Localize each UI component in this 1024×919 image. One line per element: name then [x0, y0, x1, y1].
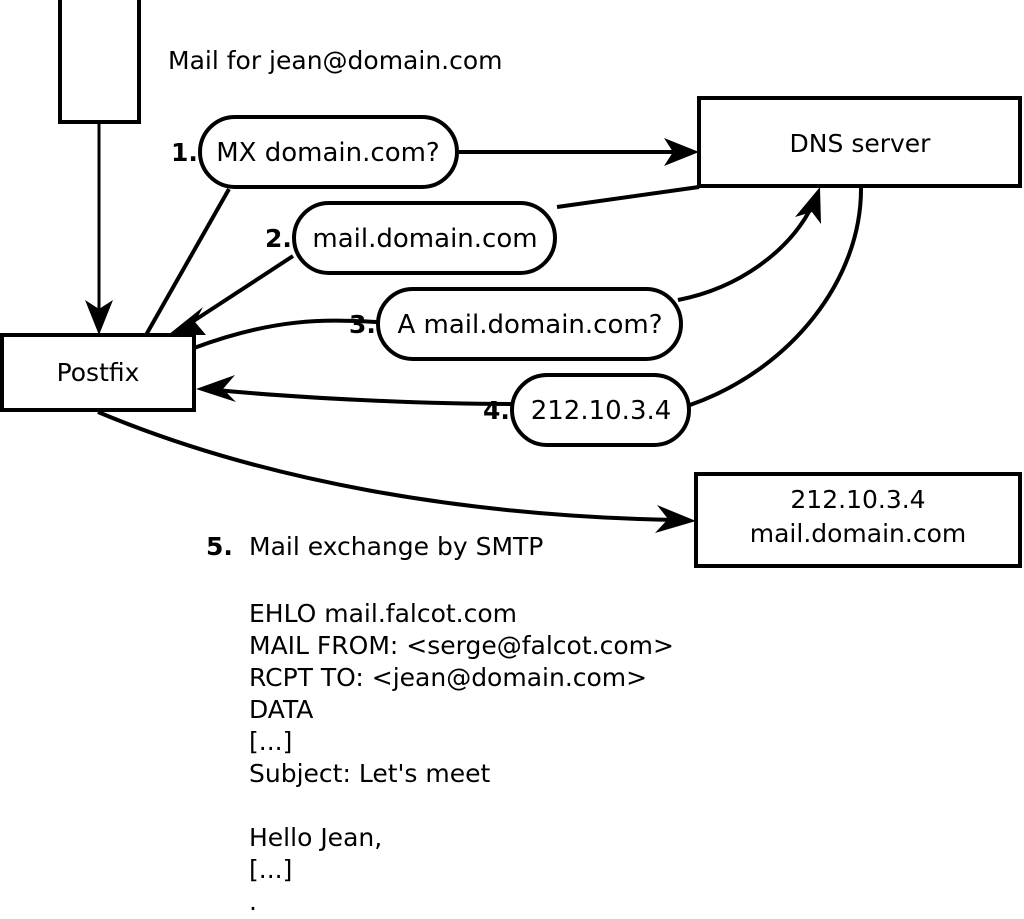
- edge-step2-answer-to-postfix: [190, 254, 295, 324]
- smtp-line-ellipsis-headers: [...]: [249, 727, 292, 756]
- destination-ip-label: 212.10.3.4: [790, 485, 925, 514]
- smtp-line-data: DATA: [249, 695, 313, 724]
- postfix-box: [0, 333, 196, 412]
- bubble-step-1: [198, 115, 459, 189]
- edge-step1-postfix-to-query: [144, 188, 231, 336]
- edge-step4-answer-to-postfix: [215, 388, 513, 406]
- arrowhead-step5-to-mailserver: [655, 505, 696, 533]
- edge-step4-dns-to-answer: [689, 186, 864, 407]
- smtp-line-subject: Subject: Let's meet: [249, 759, 490, 788]
- smtp-line-rcpt-to: RCPT TO: <jean@domain.com>: [249, 663, 647, 692]
- bubble-step-4: [510, 373, 691, 447]
- edge-step3-query-to-dns: [677, 205, 814, 302]
- step-number-5: 5.: [206, 532, 233, 561]
- smtp-line-terminator: .: [249, 887, 257, 916]
- destination-host-label: mail.domain.com: [750, 519, 966, 548]
- smtp-line-ellipsis-body: [...]: [249, 855, 292, 884]
- bubble-step-2-label: mail.domain.com: [312, 224, 537, 254]
- bubble-step-3: [376, 287, 683, 361]
- destination-mail-server-box: [694, 472, 1022, 568]
- arrowhead-step4-to-postfix: [196, 375, 236, 402]
- step-number-2: 2.: [265, 224, 292, 253]
- bubble-step-4-label: 212.10.3.4: [531, 396, 672, 426]
- step-5-label: Mail exchange by SMTP: [249, 532, 543, 561]
- bubble-step-3-label: A mail.domain.com?: [398, 310, 663, 340]
- sender-box: [58, 0, 141, 124]
- smtp-line-greeting: Hello Jean,: [249, 823, 382, 852]
- smtp-line-mail-from: MAIL FROM: <serge@falcot.com>: [249, 631, 674, 660]
- smtp-line-ehlo: EHLO mail.falcot.com: [249, 599, 517, 628]
- postfix-label: Postfix: [57, 358, 140, 387]
- step-number-3: 3.: [349, 310, 376, 339]
- edge-step2-dns-to-answer: [556, 185, 700, 209]
- arrowhead-step3-to-dns: [795, 187, 821, 224]
- step-number-1: 1.: [171, 138, 198, 167]
- arrowhead-step2-to-postfix: [168, 307, 206, 335]
- edge-step3-postfix-to-query: [193, 318, 379, 350]
- step-number-4: 4.: [483, 396, 510, 425]
- edge-step5-postfix-to-mailserver: [97, 410, 677, 522]
- bubble-step-2: [292, 201, 557, 275]
- mail-for-caption: Mail for jean@domain.com: [168, 46, 503, 75]
- arrowhead-sender-to-postfix: [85, 300, 113, 335]
- bubble-step-1-label: MX domain.com?: [216, 138, 439, 168]
- dns-server-label: DNS server: [790, 129, 932, 158]
- dns-server-box: [697, 96, 1022, 188]
- arrowhead-step1-to-dns: [664, 138, 699, 166]
